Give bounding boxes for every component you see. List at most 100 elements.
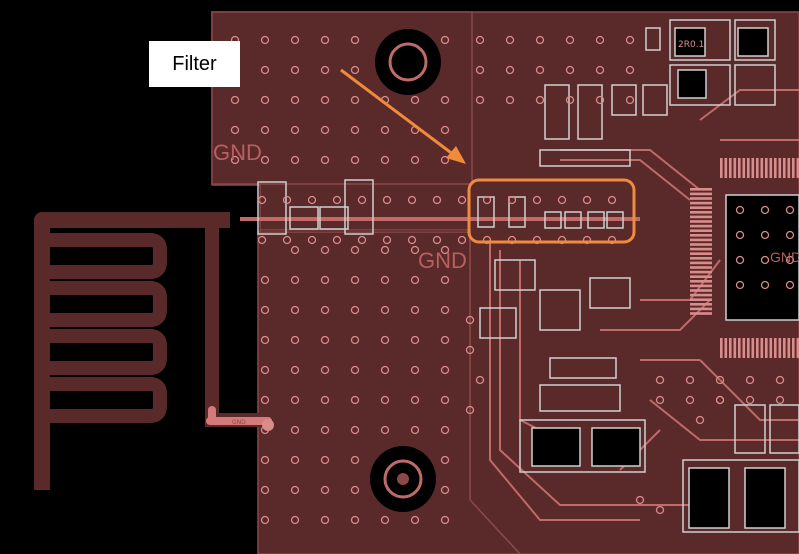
ic-pin (690, 197, 712, 200)
filter-annotation (340, 68, 636, 244)
via (582, 195, 592, 205)
via (307, 235, 317, 245)
via (482, 195, 492, 205)
via (655, 375, 665, 385)
via (410, 515, 420, 525)
ic-pin (690, 247, 712, 251)
via (685, 395, 695, 405)
via (350, 125, 360, 135)
via (465, 345, 475, 355)
via (320, 365, 330, 375)
via (380, 425, 390, 435)
via (380, 275, 390, 285)
ic-pin (738, 338, 741, 358)
ic-via (785, 280, 795, 290)
ic-pin (690, 220, 712, 223)
mounting-holes (370, 29, 441, 512)
ic-pin (690, 188, 712, 191)
via (380, 515, 390, 525)
via (320, 275, 330, 285)
ic-pin (690, 215, 712, 219)
via (440, 275, 450, 285)
via (320, 395, 330, 405)
via (350, 515, 360, 525)
via (307, 195, 317, 205)
via (257, 195, 267, 205)
ic-pin (690, 298, 712, 301)
ic-via (735, 230, 745, 240)
antenna-feed-via (262, 419, 274, 431)
via (565, 95, 575, 105)
via (320, 425, 330, 435)
via (230, 95, 240, 105)
via (320, 65, 330, 75)
ic-pin (787, 158, 791, 178)
via (320, 245, 330, 255)
ic-pin (724, 338, 728, 358)
via (260, 125, 270, 135)
via (440, 455, 450, 465)
ic-pin (690, 307, 712, 311)
ic-pin (690, 261, 712, 265)
via (440, 245, 450, 255)
ic-pin (756, 338, 759, 358)
via (715, 375, 725, 385)
via (357, 195, 367, 205)
via (595, 65, 605, 75)
via (380, 125, 390, 135)
via (465, 315, 475, 325)
ic-pin (690, 229, 712, 232)
via (282, 195, 292, 205)
rf-trace (206, 217, 640, 425)
antenna-gnd-text: GND (232, 419, 246, 426)
via (625, 35, 635, 45)
via (382, 235, 392, 245)
via (507, 195, 517, 205)
via (320, 125, 330, 135)
via (432, 195, 442, 205)
ic-pin (690, 312, 712, 315)
ic-pin (778, 158, 782, 178)
via (440, 395, 450, 405)
via (260, 35, 270, 45)
via (565, 65, 575, 75)
via (607, 195, 617, 205)
via (440, 335, 450, 345)
via (320, 95, 330, 105)
ic-pin (738, 158, 741, 178)
ic-pin (690, 266, 712, 269)
via (290, 95, 300, 105)
via (260, 515, 270, 525)
via (350, 245, 360, 255)
via (457, 195, 467, 205)
ic-via (785, 230, 795, 240)
ic-pin (787, 338, 791, 358)
via (475, 65, 485, 75)
via (410, 275, 420, 285)
via (260, 95, 270, 105)
via (290, 335, 300, 345)
via (410, 95, 420, 105)
ic-via (785, 205, 795, 215)
ic-pin (733, 338, 737, 358)
via (465, 405, 475, 415)
ic-pin (769, 158, 773, 178)
via (290, 425, 300, 435)
ic-pin (742, 158, 746, 178)
ic-via (735, 280, 745, 290)
via (350, 65, 360, 75)
via (380, 395, 390, 405)
ic-via (735, 255, 745, 265)
via (775, 375, 785, 385)
gnd-label-3: GND (770, 249, 799, 265)
ic-pin (796, 338, 799, 358)
ic-pin (690, 234, 712, 237)
via (290, 245, 300, 255)
via (410, 335, 420, 345)
via (290, 395, 300, 405)
via (505, 65, 515, 75)
via (440, 305, 450, 315)
via (357, 235, 367, 245)
via (565, 35, 575, 45)
